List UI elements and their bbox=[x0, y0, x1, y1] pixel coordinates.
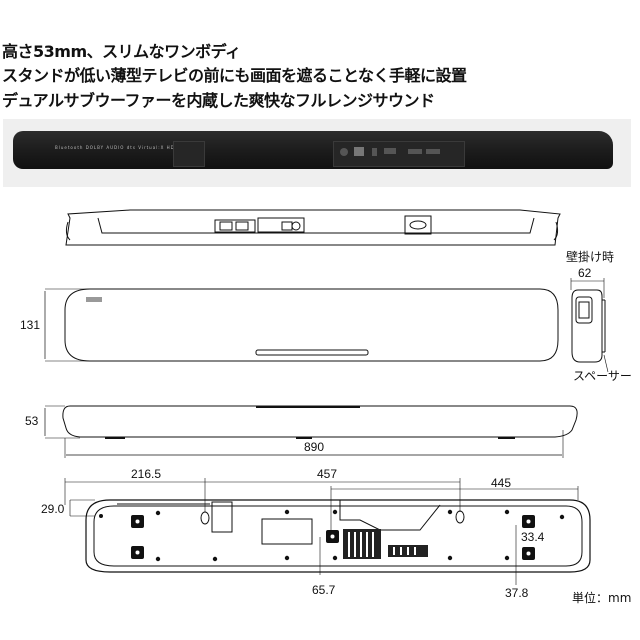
optical-port-icon bbox=[340, 148, 348, 156]
dim-left-foot-label: 65.7 bbox=[312, 583, 336, 597]
units-label: 単位：mm bbox=[572, 591, 632, 605]
hdmi-out-port-icon bbox=[426, 149, 440, 154]
connector-panel bbox=[333, 141, 465, 167]
dim-right-foot-label: 37.8 bbox=[505, 586, 529, 600]
dim-hole-offset-label: 29.0 bbox=[41, 502, 65, 516]
top-view-drawing bbox=[65, 209, 561, 246]
dim-height-label: 53 bbox=[25, 414, 39, 428]
height-view-drawing bbox=[44, 405, 578, 458]
front-view-drawing bbox=[44, 288, 559, 362]
power-inlet-panel bbox=[173, 141, 205, 167]
hdmi-in-port-icon bbox=[408, 149, 422, 154]
dim-hole-spacing-label: 457 bbox=[317, 467, 338, 481]
dim-right-hole-label: 445 bbox=[491, 476, 512, 490]
ethernet-port-icon bbox=[354, 147, 364, 156]
soundbar-rear-photo: Bluetooth DOLBY AUDIO dts Virtual:X HDMI… bbox=[13, 131, 613, 169]
dim-side-depth-label: 62 bbox=[578, 266, 592, 280]
side-view-drawing bbox=[570, 278, 609, 373]
headline-easy-install: スタンドが低い薄型テレビの前にも画面を遮ることなく手軽に設置 bbox=[2, 66, 467, 85]
wall-mount-caption: 壁掛け時 bbox=[566, 250, 615, 264]
headline-dual-subwoofer: デュアルサブウーファーを内蔵した爽快なフルレンジサウンド bbox=[2, 91, 435, 110]
dim-left-hole-label: 216.5 bbox=[131, 467, 162, 481]
subwoofer-port-icon bbox=[384, 148, 396, 154]
usb-port-icon bbox=[372, 148, 377, 156]
dim-foot-spacing-label: 33.4 bbox=[521, 530, 545, 544]
headline-slim-body: 高さ53mm、スリムなワンボディ bbox=[2, 42, 241, 61]
spacer-label: スペーサー bbox=[573, 369, 632, 383]
bottom-view-drawing bbox=[64, 478, 591, 585]
logo-badge bbox=[86, 297, 102, 302]
dim-width-label: 890 bbox=[304, 440, 325, 454]
certification-logos: Bluetooth DOLBY AUDIO dts Virtual:X HDMI… bbox=[55, 145, 195, 150]
product-photo: Bluetooth DOLBY AUDIO dts Virtual:X HDMI… bbox=[3, 119, 631, 187]
dim-depth-label: 131 bbox=[20, 318, 41, 332]
